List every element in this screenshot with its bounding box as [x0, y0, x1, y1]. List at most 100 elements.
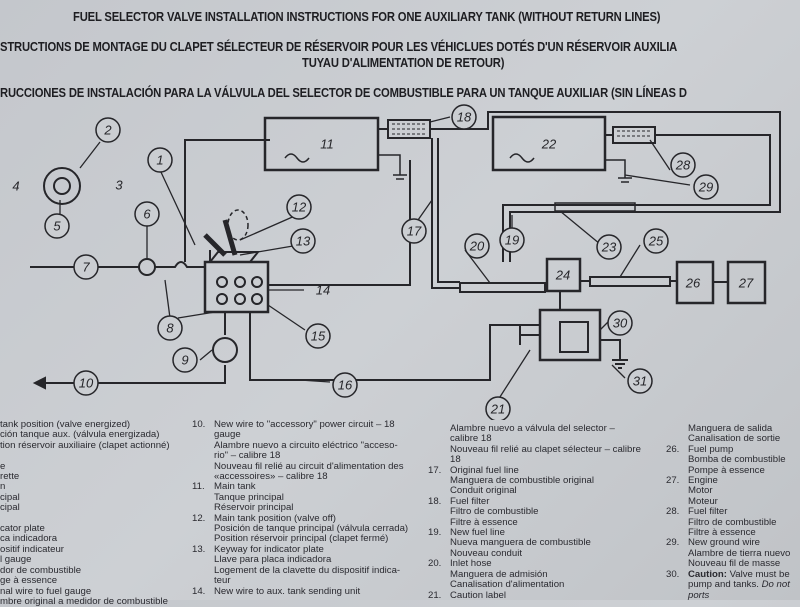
- legend-line: Manguera de admisión: [450, 568, 548, 580]
- callout-number: 18: [457, 110, 472, 125]
- legend-number: 17.: [428, 464, 442, 476]
- callout-23: 23: [596, 234, 622, 260]
- legend-line: ositif indicateur: [0, 543, 64, 555]
- legend-item: 12.Main tank position (valve off)Posició…: [192, 512, 409, 545]
- callout-11: 11: [320, 137, 334, 152]
- title-french-line1: STRUCTIONS DE MONTAGE DU CLAPET SÉLECTEU…: [0, 40, 678, 54]
- legend-line: Bomba de combustible: [688, 454, 786, 466]
- callout-circle: [670, 152, 696, 178]
- legend-line: Nouveau fil relié au clapet sélecteur – …: [450, 443, 641, 455]
- callout-17: 17: [401, 218, 427, 244]
- legend-line: Nouveau fil relié au circuit d'alimentat…: [214, 460, 404, 472]
- legend-line: calibre 18: [450, 433, 492, 445]
- callout-circle: [485, 396, 511, 420]
- legend-line: Manguera de salida: [688, 423, 773, 434]
- callout-22: 22: [541, 137, 557, 152]
- legend-number: 30.: [666, 568, 680, 580]
- callout-5: 5: [44, 213, 70, 239]
- callout-12: 12: [286, 194, 312, 220]
- legend-item: 10.New wire to "accessory" power circuit…: [192, 419, 408, 482]
- callout-number: 14: [316, 283, 330, 298]
- legend-line: l gauge: [0, 554, 32, 566]
- legend-line: Posición de tanque principal (válvula ce…: [214, 523, 409, 535]
- legend-number: 29.: [666, 537, 680, 549]
- callout-15: 15: [305, 323, 331, 349]
- callout-circle: [499, 227, 525, 253]
- legend-line: ción tanque aux. (válvula energizada): [0, 429, 160, 441]
- legend-column-3: Alambre nuevo a válvula del selector –ca…: [428, 423, 641, 601]
- legend-number: [428, 424, 450, 466]
- legend-line: Manguera de combustible original: [450, 475, 594, 487]
- legend-number: [666, 424, 688, 445]
- callout-8: 8: [157, 315, 183, 341]
- callout-circle: [44, 213, 70, 239]
- legend-line: Nueva manguera de combustible: [450, 537, 591, 549]
- legend-number: 10.: [192, 419, 206, 430]
- callout-1: 1: [147, 147, 173, 173]
- callout-7: 7: [73, 254, 99, 280]
- callout-4: 4: [12, 179, 19, 194]
- legend-column-2: 10.New wire to "accessory" power circuit…: [192, 419, 409, 597]
- outlet-hose: [589, 276, 671, 287]
- callout-number: 16: [338, 378, 353, 393]
- callout-circle: [596, 234, 622, 260]
- callout-14: 14: [316, 283, 330, 298]
- callout-16: 16: [332, 372, 358, 398]
- callout-number: 21: [490, 402, 505, 417]
- callout-circle: [401, 218, 427, 244]
- legend-number: 12.: [192, 512, 206, 524]
- legend-number: 11.: [192, 481, 205, 493]
- legend-item: 21.Caution label: [428, 589, 641, 601]
- callout-circle: [157, 315, 183, 341]
- legend-number: 14.: [192, 585, 206, 597]
- callout-10: 10: [73, 370, 99, 396]
- legend-line: Canalisation de sortie: [688, 433, 781, 445]
- legend-line: Alambre nuevo a válvula del selector –: [450, 423, 615, 434]
- callout-2: 2: [95, 117, 121, 143]
- legend-line: Moteur: [688, 495, 718, 507]
- legend-line: pump and tanks.: [688, 579, 762, 591]
- legend-number: 27.: [666, 475, 680, 487]
- callout-circle: [134, 201, 160, 227]
- legend-line: teur: [214, 575, 231, 587]
- legend-line: [0, 451, 170, 461]
- callout-number: 10: [79, 376, 94, 391]
- callout-circle: [73, 370, 99, 396]
- callout-number: 11: [320, 137, 334, 152]
- legend-line: Filtro de combustible: [688, 516, 777, 528]
- legend-line: Position réservoir principal (clapet fer…: [214, 533, 389, 545]
- legend-line: dor de combustible: [0, 564, 82, 576]
- callout-25: 25: [643, 228, 669, 254]
- legend-line: Inlet hose: [450, 558, 492, 570]
- callout-number: 17: [407, 224, 422, 239]
- caution-label: Caution:: [688, 568, 727, 580]
- callout-circle: [627, 368, 653, 394]
- legend-line: Filtre à essence: [688, 527, 756, 539]
- legend-line: gauge: [214, 429, 241, 441]
- callout-number: 6: [143, 207, 151, 222]
- callout-circle: [73, 254, 99, 280]
- legend-line: Nouveau fil de masse: [688, 558, 781, 570]
- callout-circle: [464, 233, 490, 259]
- legend-line: Do not: [761, 579, 790, 591]
- legend-line: Original fuel line: [450, 464, 519, 476]
- callout-number: 2: [103, 123, 112, 138]
- legend-line: Tanque principal: [214, 491, 284, 503]
- callout-number: 15: [311, 329, 326, 344]
- title-spanish: RUCCIONES DE INSTALACIÓN PARA LA VÁLVULA…: [0, 86, 687, 100]
- callout-28: 28: [670, 152, 696, 178]
- legend-line: Caution label: [450, 589, 507, 601]
- legend-line: New wire to aux. tank sending unit: [214, 585, 361, 597]
- fuel-filter-28: [612, 126, 656, 144]
- callout-26: 26: [685, 276, 701, 291]
- legend-line: Alambre nuevo a circuito eléctrico "acce…: [214, 439, 398, 451]
